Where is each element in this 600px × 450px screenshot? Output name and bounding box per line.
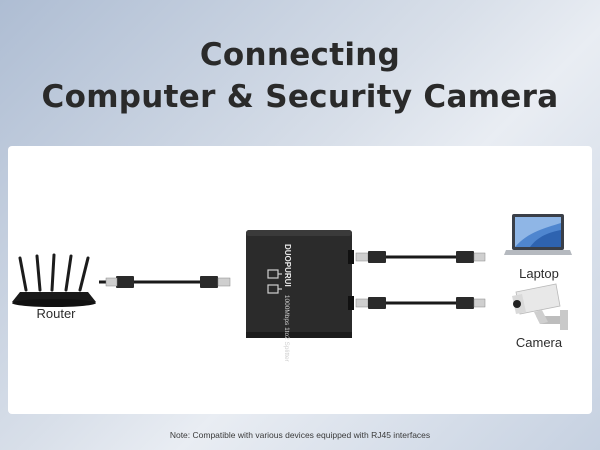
- splitter-label: DUOPURUI 1000Mbps 1to2 Splitter: [283, 244, 292, 362]
- compatibility-note: Note: Compatible with various devices eq…: [169, 430, 431, 440]
- title-line-2: Computer & Security Camera: [41, 79, 559, 115]
- router-label: Router: [36, 306, 76, 321]
- laptop-icon: [504, 214, 572, 255]
- page-title: Connecting Computer & Security Camera: [0, 34, 600, 118]
- splitter-device: [246, 230, 354, 338]
- security-camera-icon: [512, 283, 568, 330]
- camera-label: Camera: [515, 335, 563, 350]
- splitter-model: 1000Mbps 1to2 Splitter: [283, 294, 290, 362]
- laptop-label: Laptop: [519, 266, 559, 281]
- cable-camera: [355, 297, 486, 309]
- ethernet-port-icon: [267, 269, 282, 294]
- splitter-brand: DUOPURUI: [283, 244, 292, 287]
- title-line-1: Connecting: [199, 37, 401, 73]
- cable-input: [98, 276, 231, 288]
- cable-laptop: [355, 251, 486, 263]
- router-icon: [12, 253, 96, 307]
